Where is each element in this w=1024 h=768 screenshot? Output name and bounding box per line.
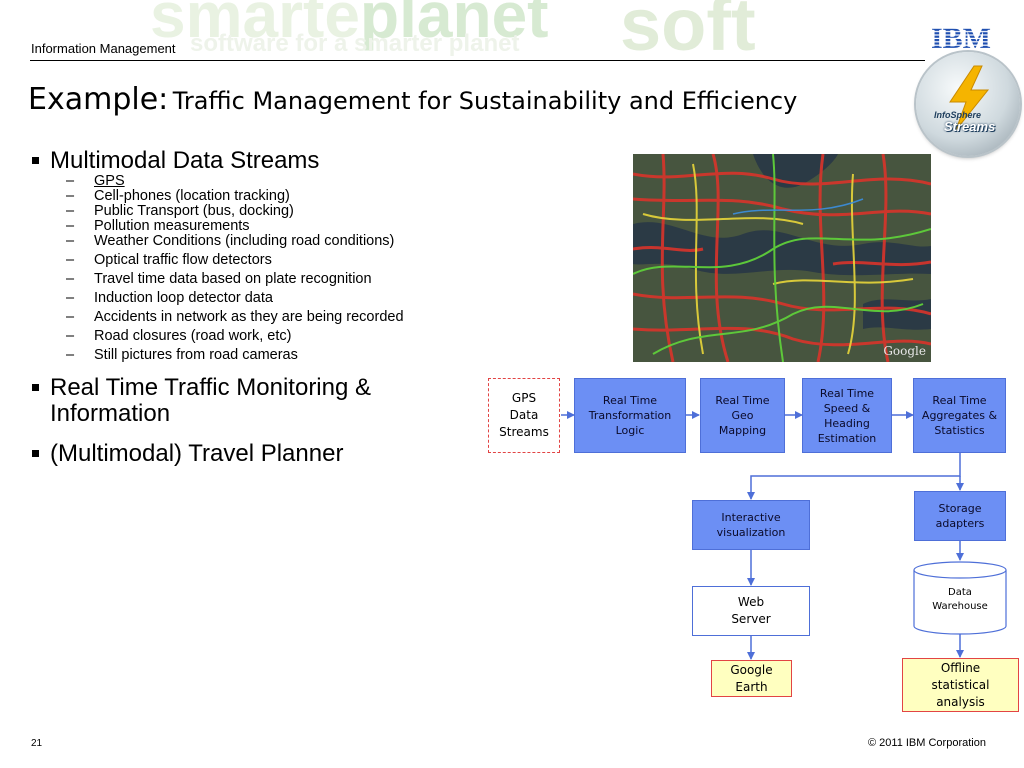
sub-bullet: –Public Transport (bus, docking) xyxy=(66,203,294,219)
sub-bullet: –GPS xyxy=(66,173,125,189)
badge-line1: InfoSphere xyxy=(934,110,982,120)
bullet-text: (Multimodal) Travel Planner xyxy=(50,440,344,467)
copyright-notice: © 2011 IBM Corporation xyxy=(868,737,986,749)
bullet-list: Multimodal Data Streams –GPS –Cell-phone… xyxy=(30,148,470,467)
bullet-square-icon xyxy=(32,157,39,164)
bullet-square-icon xyxy=(32,384,39,391)
title-main: Traffic Management for Sustainability an… xyxy=(172,87,798,115)
sub-bullet: –Pollution measurements xyxy=(66,218,250,234)
sub-bullet: –Cell-phones (location tracking) xyxy=(66,188,290,204)
sub-bullet: –Travel time data based on plate recogni… xyxy=(66,271,372,287)
sub-bullet: –Induction loop detector data xyxy=(66,290,273,306)
banner-word-soft: soft xyxy=(620,0,756,62)
sub-bullet: –Road closures (road work, etc) xyxy=(66,328,292,344)
title-prefix: Example: xyxy=(28,82,169,117)
traffic-map-image: Google xyxy=(633,154,931,362)
lightning-icon xyxy=(949,65,990,131)
page-number: 21 xyxy=(31,738,43,749)
bullet-multimodal: Multimodal Data Streams xyxy=(30,148,470,174)
infosphere-streams-badge: InfoSphere Streams xyxy=(916,52,1020,156)
sub-bullet: –Accidents in network as they are being … xyxy=(66,309,404,325)
bullet-travel-planner: (Multimodal) Travel Planner xyxy=(30,441,470,467)
header-banner: smarter planet soft software for a smart… xyxy=(0,0,900,62)
page-title: Example: Traffic Management for Sustaina… xyxy=(28,82,797,117)
bullet-monitoring: Real Time Traffic Monitoring & Informati… xyxy=(30,375,470,427)
bullet-square-icon xyxy=(32,450,39,457)
ibm-logo-text: IBM xyxy=(931,22,991,52)
sub-bullet-list: –GPS –Cell-phones (location tracking) –P… xyxy=(66,174,470,363)
banner-word-planet: planet xyxy=(360,0,549,51)
sub-bullet: –Optical traffic flow detectors xyxy=(66,252,272,268)
map-attribution: Google xyxy=(883,344,926,358)
sub-bullet: –Weather Conditions (including road cond… xyxy=(66,233,395,249)
sub-bullet: –Still pictures from road cameras xyxy=(66,347,298,363)
traffic-map-graphic xyxy=(633,154,931,362)
header-divider xyxy=(30,60,925,61)
header-label: Information Management xyxy=(31,41,176,56)
bullet-text: Real Time Traffic Monitoring & Informati… xyxy=(50,374,372,427)
badge-line2: Streams xyxy=(944,119,996,134)
banner-tagline: software for a smarter planet xyxy=(190,30,520,57)
banner-word-smarter: smarter xyxy=(150,0,385,51)
bullet-text: Multimodal Data Streams xyxy=(50,147,320,174)
ibm-logo: IBM xyxy=(931,22,991,52)
